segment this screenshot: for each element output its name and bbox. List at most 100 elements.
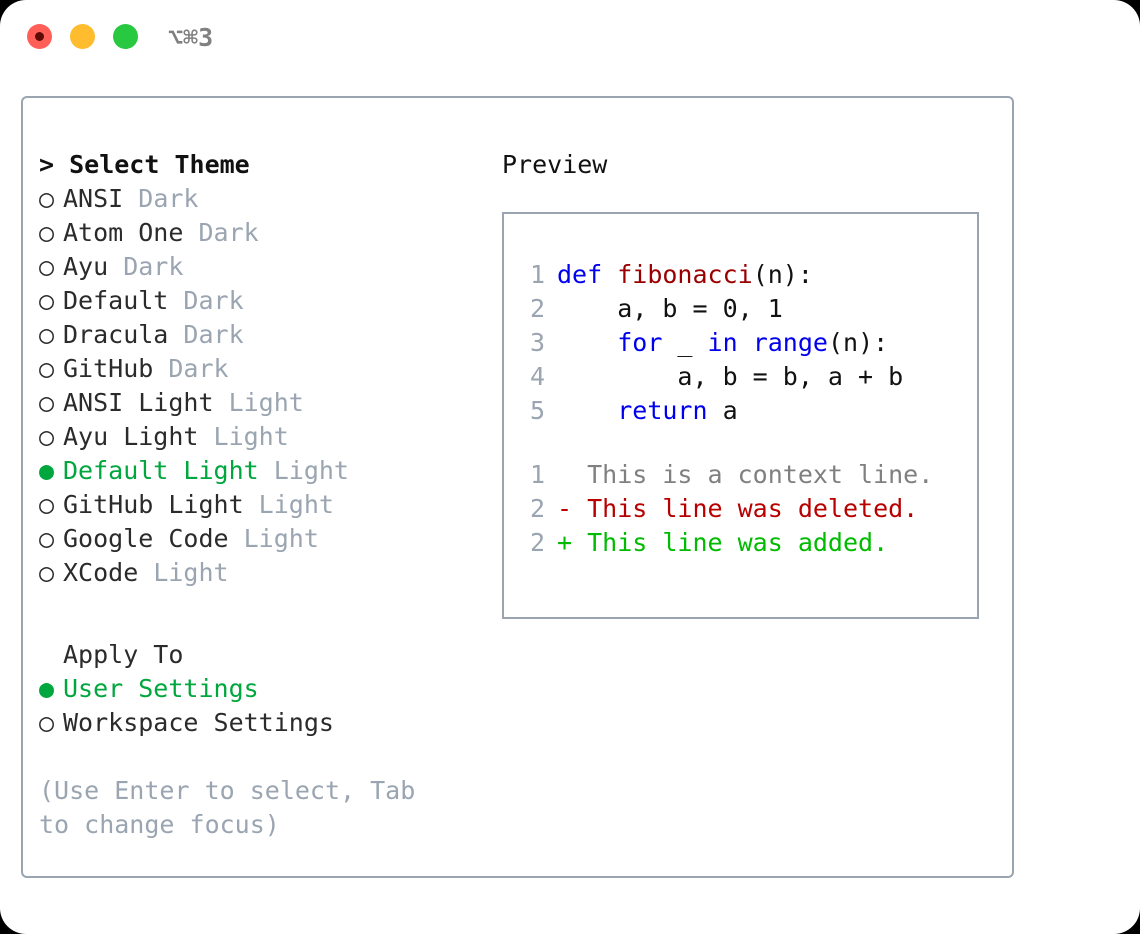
- code-token-ctx: This is a context line.: [557, 460, 934, 489]
- theme-kind-badge: Light: [243, 490, 334, 519]
- code-line: 3 for _ in range(n):: [519, 326, 933, 360]
- radio-unselected-icon: ○: [39, 388, 55, 417]
- theme-kind-badge: Dark: [123, 184, 199, 213]
- preview-title: Preview: [502, 150, 608, 179]
- code-line: 5 return a: [519, 394, 933, 428]
- theme-option-github-light[interactable]: ○ GitHub Light Light: [39, 488, 499, 522]
- code-line: 1 def fibonacci(n):: [519, 258, 933, 292]
- code-blank-line: [519, 428, 933, 458]
- minimize-button[interactable]: [70, 24, 95, 49]
- radio-unselected-icon: ○: [39, 218, 55, 247]
- code-token-txt: _: [662, 328, 708, 357]
- code-token-txt: [557, 394, 617, 428]
- theme-option-dracula[interactable]: ○ Dracula Dark: [39, 318, 499, 352]
- theme-option-ansi-light[interactable]: ○ANSI Light Light: [39, 386, 499, 420]
- theme-kind-badge: Light: [258, 456, 349, 485]
- keyboard-hint: (Use Enter to select, Tab to change focu…: [39, 776, 431, 839]
- theme-option-default-light[interactable]: ●Default Light Light: [39, 454, 499, 488]
- code-token-kw: return: [617, 396, 708, 425]
- theme-option-label: Atom One: [63, 218, 184, 247]
- code-token-kw: def: [557, 260, 618, 289]
- theme-kind-badge: Light: [198, 422, 289, 451]
- line-number: 1: [529, 460, 545, 489]
- theme-kind-badge: Light: [138, 558, 229, 587]
- line-number: 2: [529, 294, 545, 323]
- code-token-txt: (n):: [827, 328, 889, 357]
- radio-unselected-icon: ○: [39, 252, 55, 281]
- theme-option-ayu[interactable]: ○ Ayu Dark: [39, 250, 499, 284]
- theme-picker-column: > Select Theme ○ANSI Dark○Atom One Dark○…: [39, 148, 499, 842]
- radio-unselected-icon: ○: [39, 354, 55, 383]
- code-token-txt: [738, 326, 753, 360]
- code-line: 2 a, b = 0, 1: [519, 292, 933, 326]
- theme-option-label: Ayu Light: [63, 422, 199, 451]
- code-token-del: - This line was deleted.: [557, 494, 919, 523]
- apply-to-list: ●User Settings○Workspace Settings: [39, 672, 499, 740]
- theme-option-label: GitHub Light: [63, 490, 244, 519]
- radio-unselected-icon: ○: [39, 422, 55, 451]
- theme-list: ○ ANSI Dark ○ Atom One Dark ○ Ayu Dark ○ Defaul…: [39, 182, 499, 590]
- theme-kind-badge: Dark: [153, 354, 229, 383]
- apply-to-option-workspace-settings[interactable]: ○Workspace Settings: [39, 706, 499, 740]
- radio-selected-icon: ●: [39, 456, 55, 485]
- theme-option-ayu-light[interactable]: ○ Ayu Light Light: [39, 420, 499, 454]
- theme-option-label: GitHub: [63, 354, 154, 383]
- theme-option-google-code[interactable]: ○Google Code Light: [39, 522, 499, 556]
- apply-to-option-user-settings[interactable]: ●User Settings: [39, 672, 499, 706]
- theme-option-label: Default: [63, 286, 169, 315]
- code-token-add: + This line was added.: [557, 528, 889, 557]
- theme-kind-badge: Light: [228, 524, 319, 553]
- maximize-button[interactable]: [113, 24, 138, 49]
- radio-unselected-icon: ○: [39, 286, 55, 315]
- theme-option-label: XCode: [63, 558, 139, 587]
- radio-selected-icon: ●: [39, 674, 55, 703]
- theme-kind-badge: Dark: [168, 286, 244, 315]
- section-spacer: [39, 590, 499, 638]
- theme-option-label: ANSI: [63, 184, 124, 213]
- line-number: 4: [529, 362, 545, 391]
- code-token-txt: [557, 326, 617, 360]
- theme-option-xcode[interactable]: ○ XCode Light: [39, 556, 499, 590]
- theme-kind-badge: Dark: [108, 252, 184, 281]
- keyboard-shortcut-label: ⌥⌘3: [168, 23, 214, 52]
- code-line: 4 a, b = b, a + b: [519, 360, 933, 394]
- code-token-kw: range: [752, 328, 828, 357]
- theme-kind-badge: Dark: [168, 320, 244, 349]
- radio-unselected-icon: ○: [39, 320, 55, 349]
- code-token-txt: (n):: [752, 260, 813, 289]
- radio-unselected-icon: ○: [39, 708, 55, 737]
- radio-unselected-icon: ○: [39, 558, 55, 587]
- apply-to-heading: Apply To: [63, 640, 184, 669]
- code-token-fn: fibonacci: [617, 260, 753, 289]
- theme-option-atom-one[interactable]: ○ Atom One Dark: [39, 216, 499, 250]
- diff-line: 1 This is a context line.: [519, 458, 933, 492]
- theme-option-label: Dracula: [63, 320, 169, 349]
- code-token-kw: in: [707, 328, 738, 357]
- line-number: 2: [529, 494, 545, 523]
- line-number: 1: [529, 260, 545, 289]
- code-token-txt: a, b = b, a + b: [557, 362, 904, 391]
- code-token-kw: for: [617, 328, 663, 357]
- diff-sample: 1 This is a context line.2- This line wa…: [519, 458, 933, 560]
- line-number: 2: [529, 528, 545, 557]
- theme-option-github[interactable]: ○ GitHub Dark: [39, 352, 499, 386]
- theme-option-default[interactable]: ○ Default Dark: [39, 284, 499, 318]
- radio-unselected-icon: ○: [39, 490, 55, 519]
- diff-line: 2 - This line was deleted.: [519, 492, 933, 526]
- traffic-lights: [27, 24, 138, 49]
- theme-option-label: Ayu: [63, 252, 109, 281]
- code-token-txt: a, b = 0, 1: [557, 294, 783, 323]
- theme-option-label: Google Code: [63, 524, 229, 553]
- close-button[interactable]: [27, 24, 52, 49]
- radio-unselected-icon: ○: [39, 184, 55, 213]
- line-number: 3: [529, 328, 545, 357]
- theme-option-ansi[interactable]: ○ ANSI Dark: [39, 182, 499, 216]
- diff-line: 2 + This line was added.: [519, 526, 933, 560]
- theme-kind-badge: Light: [213, 388, 304, 417]
- theme-kind-badge: Dark: [183, 218, 259, 247]
